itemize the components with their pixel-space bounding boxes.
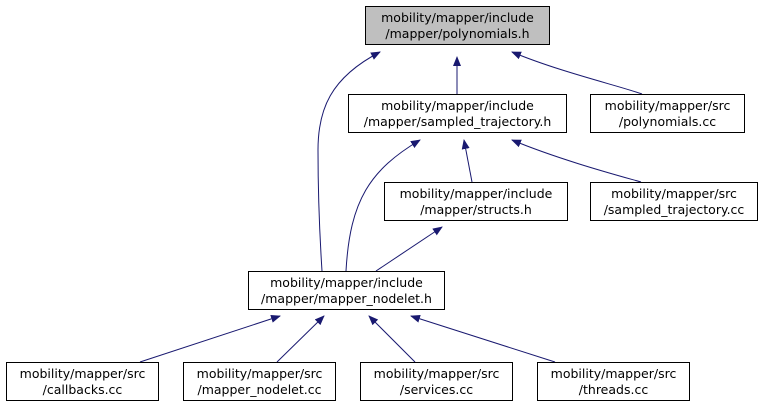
node-mapper-nodelet-h[interactable]: mobility/mapper/include /mapper/mapper_n… [248, 271, 445, 310]
node-label-line2: /mapper/mapper_nodelet.h [261, 290, 432, 306]
node-label-line2: /mapper/structs.h [420, 201, 532, 217]
node-callbacks-cc[interactable]: mobility/mapper/src /callbacks.cc [6, 362, 159, 401]
node-label-line1: mobility/mapper/src [19, 365, 146, 381]
node-sampled-trajectory-cc[interactable]: mobility/mapper/src /sampled_trajectory.… [590, 182, 758, 221]
node-label-line1: mobility/mapper/src [196, 365, 323, 381]
node-label-line1: mobility/mapper/src [611, 185, 737, 201]
node-label-line2: /callbacks.cc [42, 381, 123, 397]
node-threads-cc[interactable]: mobility/mapper/src /threads.cc [537, 362, 690, 401]
node-services-cc[interactable]: mobility/mapper/src /services.cc [360, 362, 513, 401]
edge-mapper-nodelet-h-to-polynomials-h [317, 51, 381, 272]
edge-threads-cc-to-mapper-nodelet-h [410, 314, 556, 363]
node-mapper-nodelet-cc[interactable]: mobility/mapper/src /mapper_nodelet.cc [183, 362, 336, 401]
node-polynomials-cc[interactable]: mobility/mapper/src /polynomials.cc [590, 94, 745, 133]
node-label-line1: mobility/mapper/include [381, 9, 534, 25]
edge-structs-h-to-sampled-trajectory-h [461, 139, 473, 183]
node-polynomials-h: mobility/mapper/include /mapper/polynomi… [365, 6, 550, 45]
edge-mapper-nodelet-h-to-sampled-trajectory-h [345, 139, 421, 272]
edge-mapper-nodelet-cc-to-mapper-nodelet-h [276, 315, 325, 363]
edges [139, 51, 643, 363]
node-label-line2: /threads.cc [578, 381, 649, 397]
edge-services-cc-to-mapper-nodelet-h [368, 315, 416, 363]
node-label-line1: mobility/mapper/include [270, 274, 423, 290]
node-label-line2: /polynomials.cc [618, 113, 717, 129]
node-label-line2: /services.cc [399, 381, 474, 397]
node-label-line1: mobility/mapper/src [550, 365, 677, 381]
node-label-line1: mobility/mapper/src [373, 365, 500, 381]
node-label-line1: mobility/mapper/include [399, 185, 553, 201]
edge-sampled-trajectory-cc-to-sampled-trajectory-h [511, 139, 642, 183]
node-label-line2: /sampled_trajectory.cc [603, 201, 745, 217]
node-structs-h[interactable]: mobility/mapper/include /mapper/structs.… [384, 182, 568, 221]
edge-callbacks-cc-to-mapper-nodelet-h [139, 315, 281, 363]
node-sampled-trajectory-h[interactable]: mobility/mapper/include /mapper/sampled_… [348, 94, 567, 133]
edge-polynomials-cc-to-polynomials-h [511, 51, 643, 95]
node-label-line2: /mapper_nodelet.cc [197, 381, 322, 397]
node-label-line1: mobility/mapper/src [604, 97, 731, 113]
node-label-line2: /mapper/sampled_trajectory.h [363, 113, 552, 129]
edge-mapper-nodelet-h-to-structs-h [375, 226, 443, 272]
node-label-line2: /mapper/polynomials.h [385, 25, 530, 41]
node-label-line1: mobility/mapper/include [381, 97, 534, 113]
